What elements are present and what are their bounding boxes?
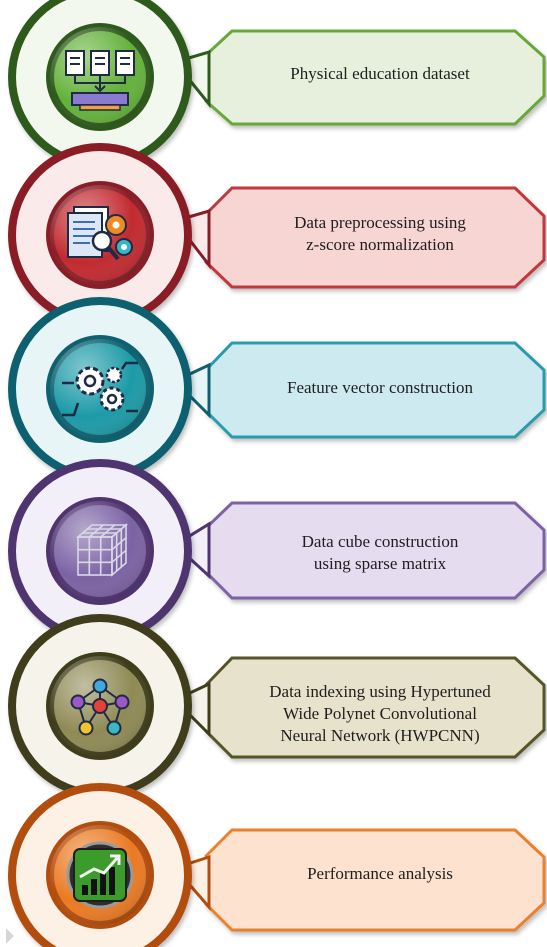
step-label-line: Data cube construction bbox=[301, 532, 459, 551]
step-label-data-cube: Data cube construction using sparse matr… bbox=[230, 531, 530, 575]
step-label-line: Physical education dataset bbox=[290, 64, 470, 83]
step-label-line: z-score normalization bbox=[306, 235, 454, 254]
step-label-performance: Performance analysis bbox=[230, 863, 530, 885]
step-label-line: Data indexing using Hypertuned bbox=[269, 682, 491, 701]
document-gears-icon bbox=[67, 206, 133, 261]
cube-grid-icon bbox=[75, 523, 129, 577]
step-box bbox=[204, 656, 546, 759]
step-label-line: Neural Network (HWPCNN) bbox=[280, 726, 480, 745]
neural-network-icon bbox=[70, 678, 130, 736]
step-label-line: Data preprocessing using bbox=[294, 213, 466, 232]
step-indexing bbox=[8, 614, 546, 798]
step-dataset bbox=[8, 0, 546, 169]
step-box bbox=[204, 186, 546, 289]
gears-network-icon bbox=[62, 361, 138, 417]
step-performance bbox=[8, 783, 546, 947]
step-data-cube bbox=[8, 459, 546, 643]
step-pointer bbox=[172, 521, 211, 580]
growth-chart-icon bbox=[66, 841, 134, 909]
step-box bbox=[204, 828, 546, 932]
step-label-line: Performance analysis bbox=[307, 864, 453, 883]
step-box bbox=[204, 501, 546, 600]
step-label-dataset: Physical education dataset bbox=[230, 63, 530, 85]
step-feature-vector bbox=[8, 297, 546, 481]
step-label-preprocessing: Data preprocessing using z-score normali… bbox=[230, 212, 530, 256]
step-box bbox=[204, 29, 546, 126]
step-label-indexing: Data indexing using Hypertuned Wide Poly… bbox=[230, 681, 530, 747]
step-label-line: Wide Polynet Convolutional bbox=[283, 704, 477, 723]
dataset-icon bbox=[65, 50, 135, 111]
step-label-line: using sparse matrix bbox=[313, 554, 447, 573]
step-box bbox=[204, 341, 546, 439]
step-preprocessing bbox=[8, 143, 546, 327]
step-label-feature-vector: Feature vector construction bbox=[230, 377, 530, 399]
step-label-line: Feature vector construction bbox=[287, 378, 473, 397]
